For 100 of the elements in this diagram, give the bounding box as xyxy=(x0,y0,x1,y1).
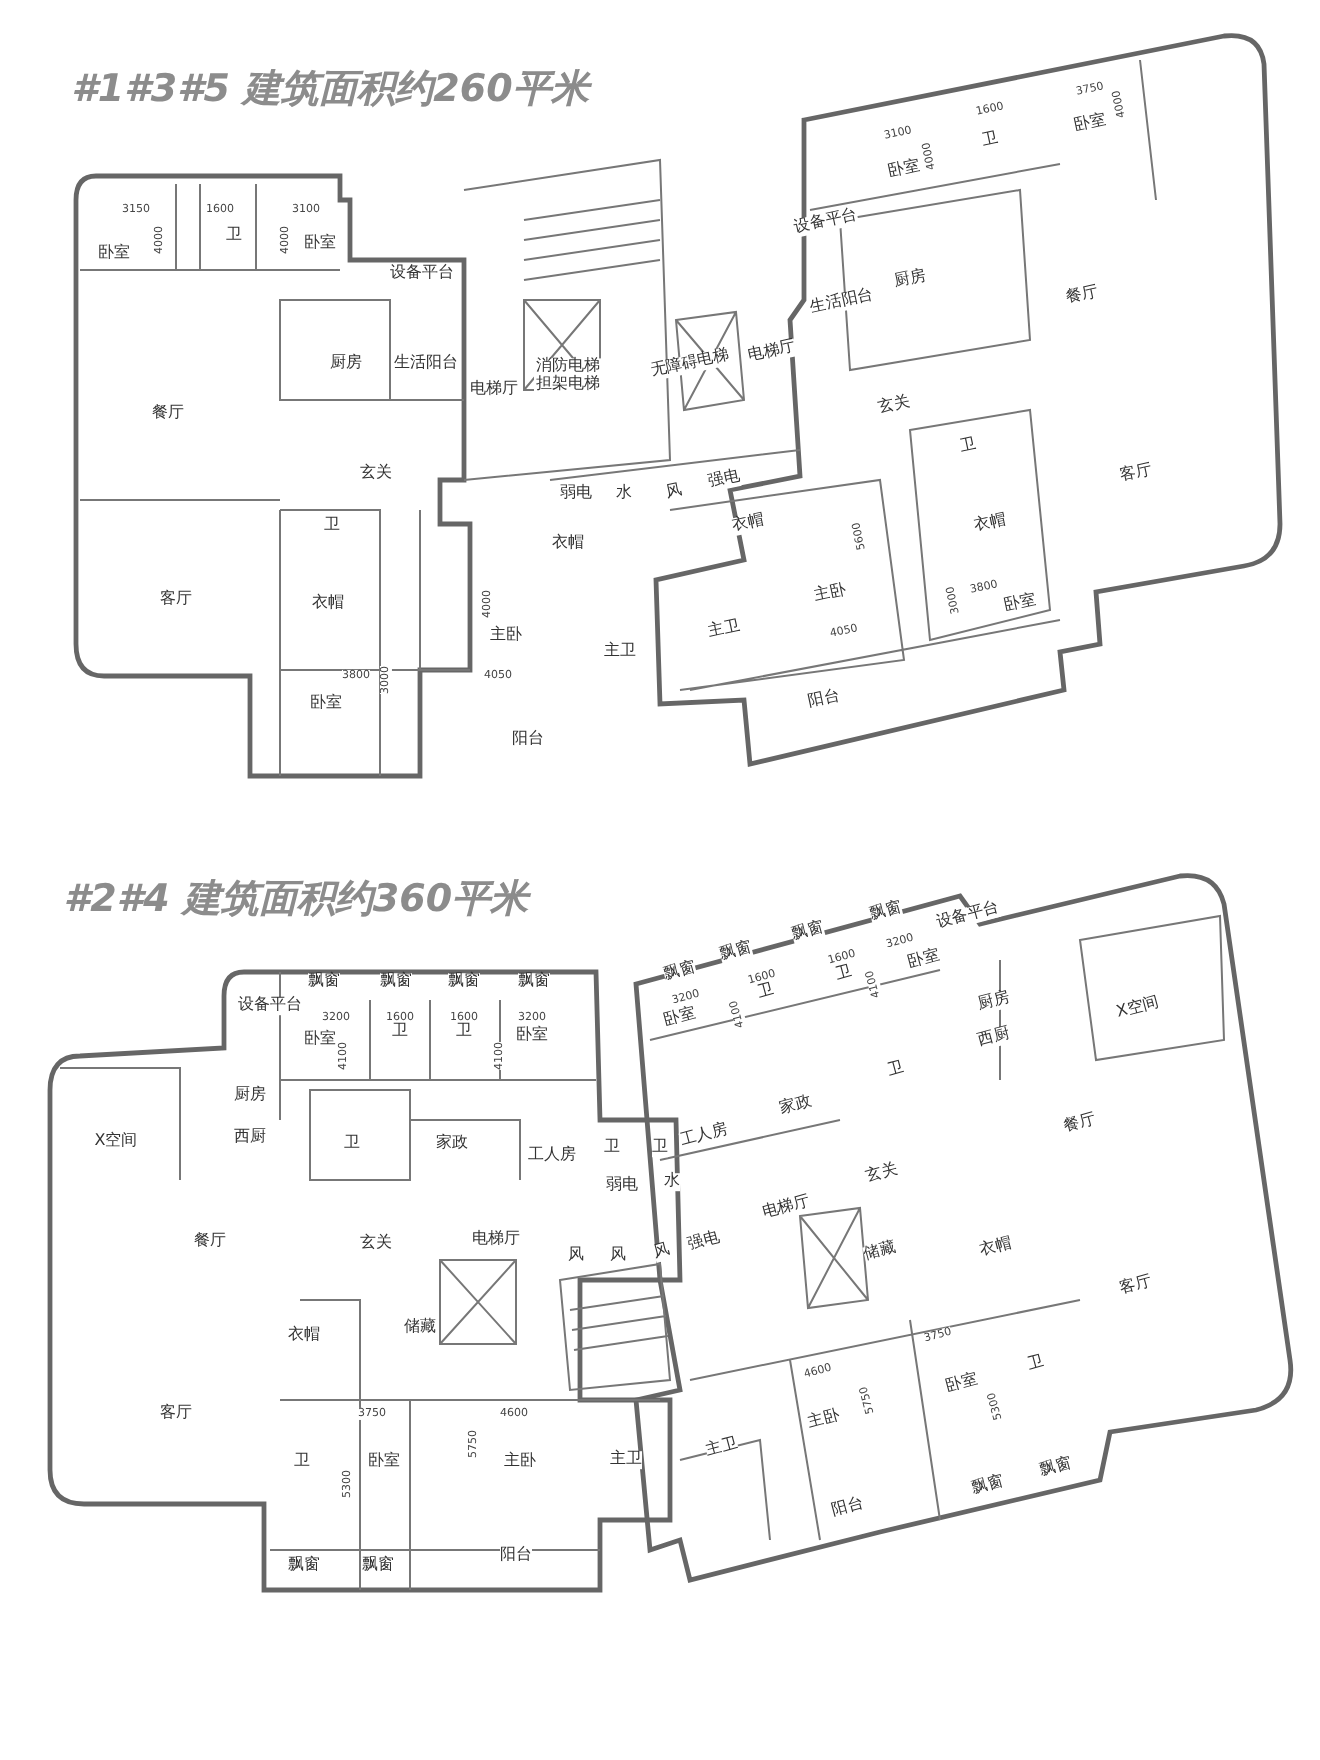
room-label: 厨房 xyxy=(330,355,362,373)
room-label: X空间 xyxy=(94,1133,138,1151)
room-label: 玄关 xyxy=(360,465,392,483)
room-label: 飘窗 xyxy=(448,973,480,991)
room-label: 厨房 xyxy=(234,1087,266,1105)
room-label: 卧室 xyxy=(1002,592,1038,616)
room-label: 风 xyxy=(610,1247,626,1265)
room-label: 卧室 xyxy=(906,947,942,973)
room-label: 强电 xyxy=(706,468,742,492)
room-label: 家政 xyxy=(778,1093,814,1119)
room-label: 阳台 xyxy=(806,688,842,712)
room-label: 主卫 xyxy=(706,618,742,642)
room-label: 无障碍电梯 xyxy=(649,347,731,381)
room-label: 电梯厅 xyxy=(470,381,518,399)
room-label: 卧室 xyxy=(304,1031,336,1049)
room-label: 卧室 xyxy=(886,158,922,182)
room-label: 客厅 xyxy=(1118,462,1154,486)
room-label: 电梯厅 xyxy=(760,1193,812,1223)
room-label: 卫 xyxy=(886,1059,906,1081)
room-label: 玄关 xyxy=(360,1235,392,1253)
room-label: 飘窗 xyxy=(868,899,904,925)
room-label: 卫 xyxy=(958,435,978,457)
room-label: 强电 xyxy=(686,1229,722,1255)
room-label: 衣帽 xyxy=(730,512,766,536)
room-label: 西厨 xyxy=(976,1025,1012,1051)
room-label: 主卫 xyxy=(704,1435,740,1461)
room-label: 飘窗 xyxy=(362,1557,394,1575)
room-label: 餐厅 xyxy=(1062,1111,1098,1137)
room-label: 生活阳台 xyxy=(808,286,876,318)
room-label: 玄关 xyxy=(876,394,912,418)
room-label: 电梯厅 xyxy=(746,338,798,366)
plan-heading: #1#3#5 建筑面积约260平米 xyxy=(71,69,589,111)
room-label: X空间 xyxy=(1114,993,1162,1023)
room-label: 衣帽 xyxy=(978,1235,1014,1261)
room-label: 卫 xyxy=(1026,1353,1046,1375)
room-label: 主卧 xyxy=(504,1453,536,1471)
room-label: 主卫 xyxy=(604,643,636,661)
room-label: 飘窗 xyxy=(288,1557,320,1575)
room-label: 卫 xyxy=(604,1139,620,1157)
room-label: 卧室 xyxy=(1072,112,1108,136)
room-label: 设备平台 xyxy=(238,997,302,1015)
room-label: 设备平台 xyxy=(792,206,860,238)
room-label: 卧室 xyxy=(368,1453,400,1471)
room-label: 衣帽 xyxy=(288,1327,320,1345)
room-label: 客厅 xyxy=(1118,1273,1154,1299)
room-label: 储藏 xyxy=(862,1239,898,1265)
room-label: 衣帽 xyxy=(972,512,1008,536)
room-label: 风 xyxy=(664,481,684,503)
room-label: 卫 xyxy=(652,1139,668,1157)
room-label: 餐厅 xyxy=(152,405,184,423)
room-label: 卧室 xyxy=(304,235,336,253)
room-label: 设备平台 xyxy=(390,265,454,283)
room-label: 阳台 xyxy=(512,731,544,749)
plan-heading: #2#4 建筑面积约360平米 xyxy=(63,879,529,921)
room-label: 卫 xyxy=(344,1135,360,1153)
room-label: 衣帽 xyxy=(552,535,584,553)
room-label: 飘窗 xyxy=(662,959,698,985)
room-label: 储藏 xyxy=(404,1319,436,1337)
room-label: 阳台 xyxy=(500,1547,532,1565)
room-label: 卧室 xyxy=(516,1027,548,1045)
room-label: 卫 xyxy=(392,1023,408,1041)
room-label: 卧室 xyxy=(944,1371,980,1397)
room-label: 阳台 xyxy=(830,1495,866,1521)
room-label: 工人房 xyxy=(528,1147,576,1165)
room-label: 电梯厅 xyxy=(472,1231,520,1249)
room-label: 西厨 xyxy=(234,1129,266,1147)
room-label: 餐厅 xyxy=(1064,284,1100,308)
room-label: 飘窗 xyxy=(790,919,826,945)
room-label: 风 xyxy=(652,1241,672,1263)
room-label: 飘窗 xyxy=(970,1473,1006,1499)
room-label: 卫 xyxy=(324,517,340,535)
room-label: 客厅 xyxy=(160,591,192,609)
room-label: 主卧 xyxy=(812,582,848,606)
room-label: 主卫 xyxy=(610,1451,642,1469)
room-label: 厨房 xyxy=(976,989,1012,1015)
room-label: 卫 xyxy=(294,1453,310,1471)
room-label: 客厅 xyxy=(160,1405,192,1423)
room-label: 卫 xyxy=(226,227,242,245)
room-label: 卫 xyxy=(456,1023,472,1041)
room-label: 卧室 xyxy=(662,1005,698,1031)
room-label: 飘窗 xyxy=(380,973,412,991)
room-label: 飘窗 xyxy=(518,973,550,991)
room-label: 主卧 xyxy=(806,1407,842,1433)
room-label: 玄关 xyxy=(864,1161,900,1187)
room-label: 飘窗 xyxy=(1038,1455,1074,1481)
room-label: 生活阳台 xyxy=(394,355,458,373)
room-label: 弱电 xyxy=(560,485,592,503)
room-label: 水 xyxy=(616,485,632,503)
room-label: 水 xyxy=(664,1173,680,1191)
room-label: 工人房 xyxy=(678,1121,730,1151)
room-label: 餐厅 xyxy=(194,1233,226,1251)
room-label: 飘窗 xyxy=(718,939,754,965)
room-label: 卫 xyxy=(980,129,1000,151)
room-label: 设备平台 xyxy=(934,899,1002,933)
room-label: 卧室 xyxy=(98,245,130,263)
room-label: 厨房 xyxy=(892,268,928,292)
room-label: 卧室 xyxy=(310,695,342,713)
room-label: 消防电梯担架电梯 xyxy=(534,358,602,394)
room-label: 卫 xyxy=(834,963,854,985)
room-label: 家政 xyxy=(436,1135,468,1153)
